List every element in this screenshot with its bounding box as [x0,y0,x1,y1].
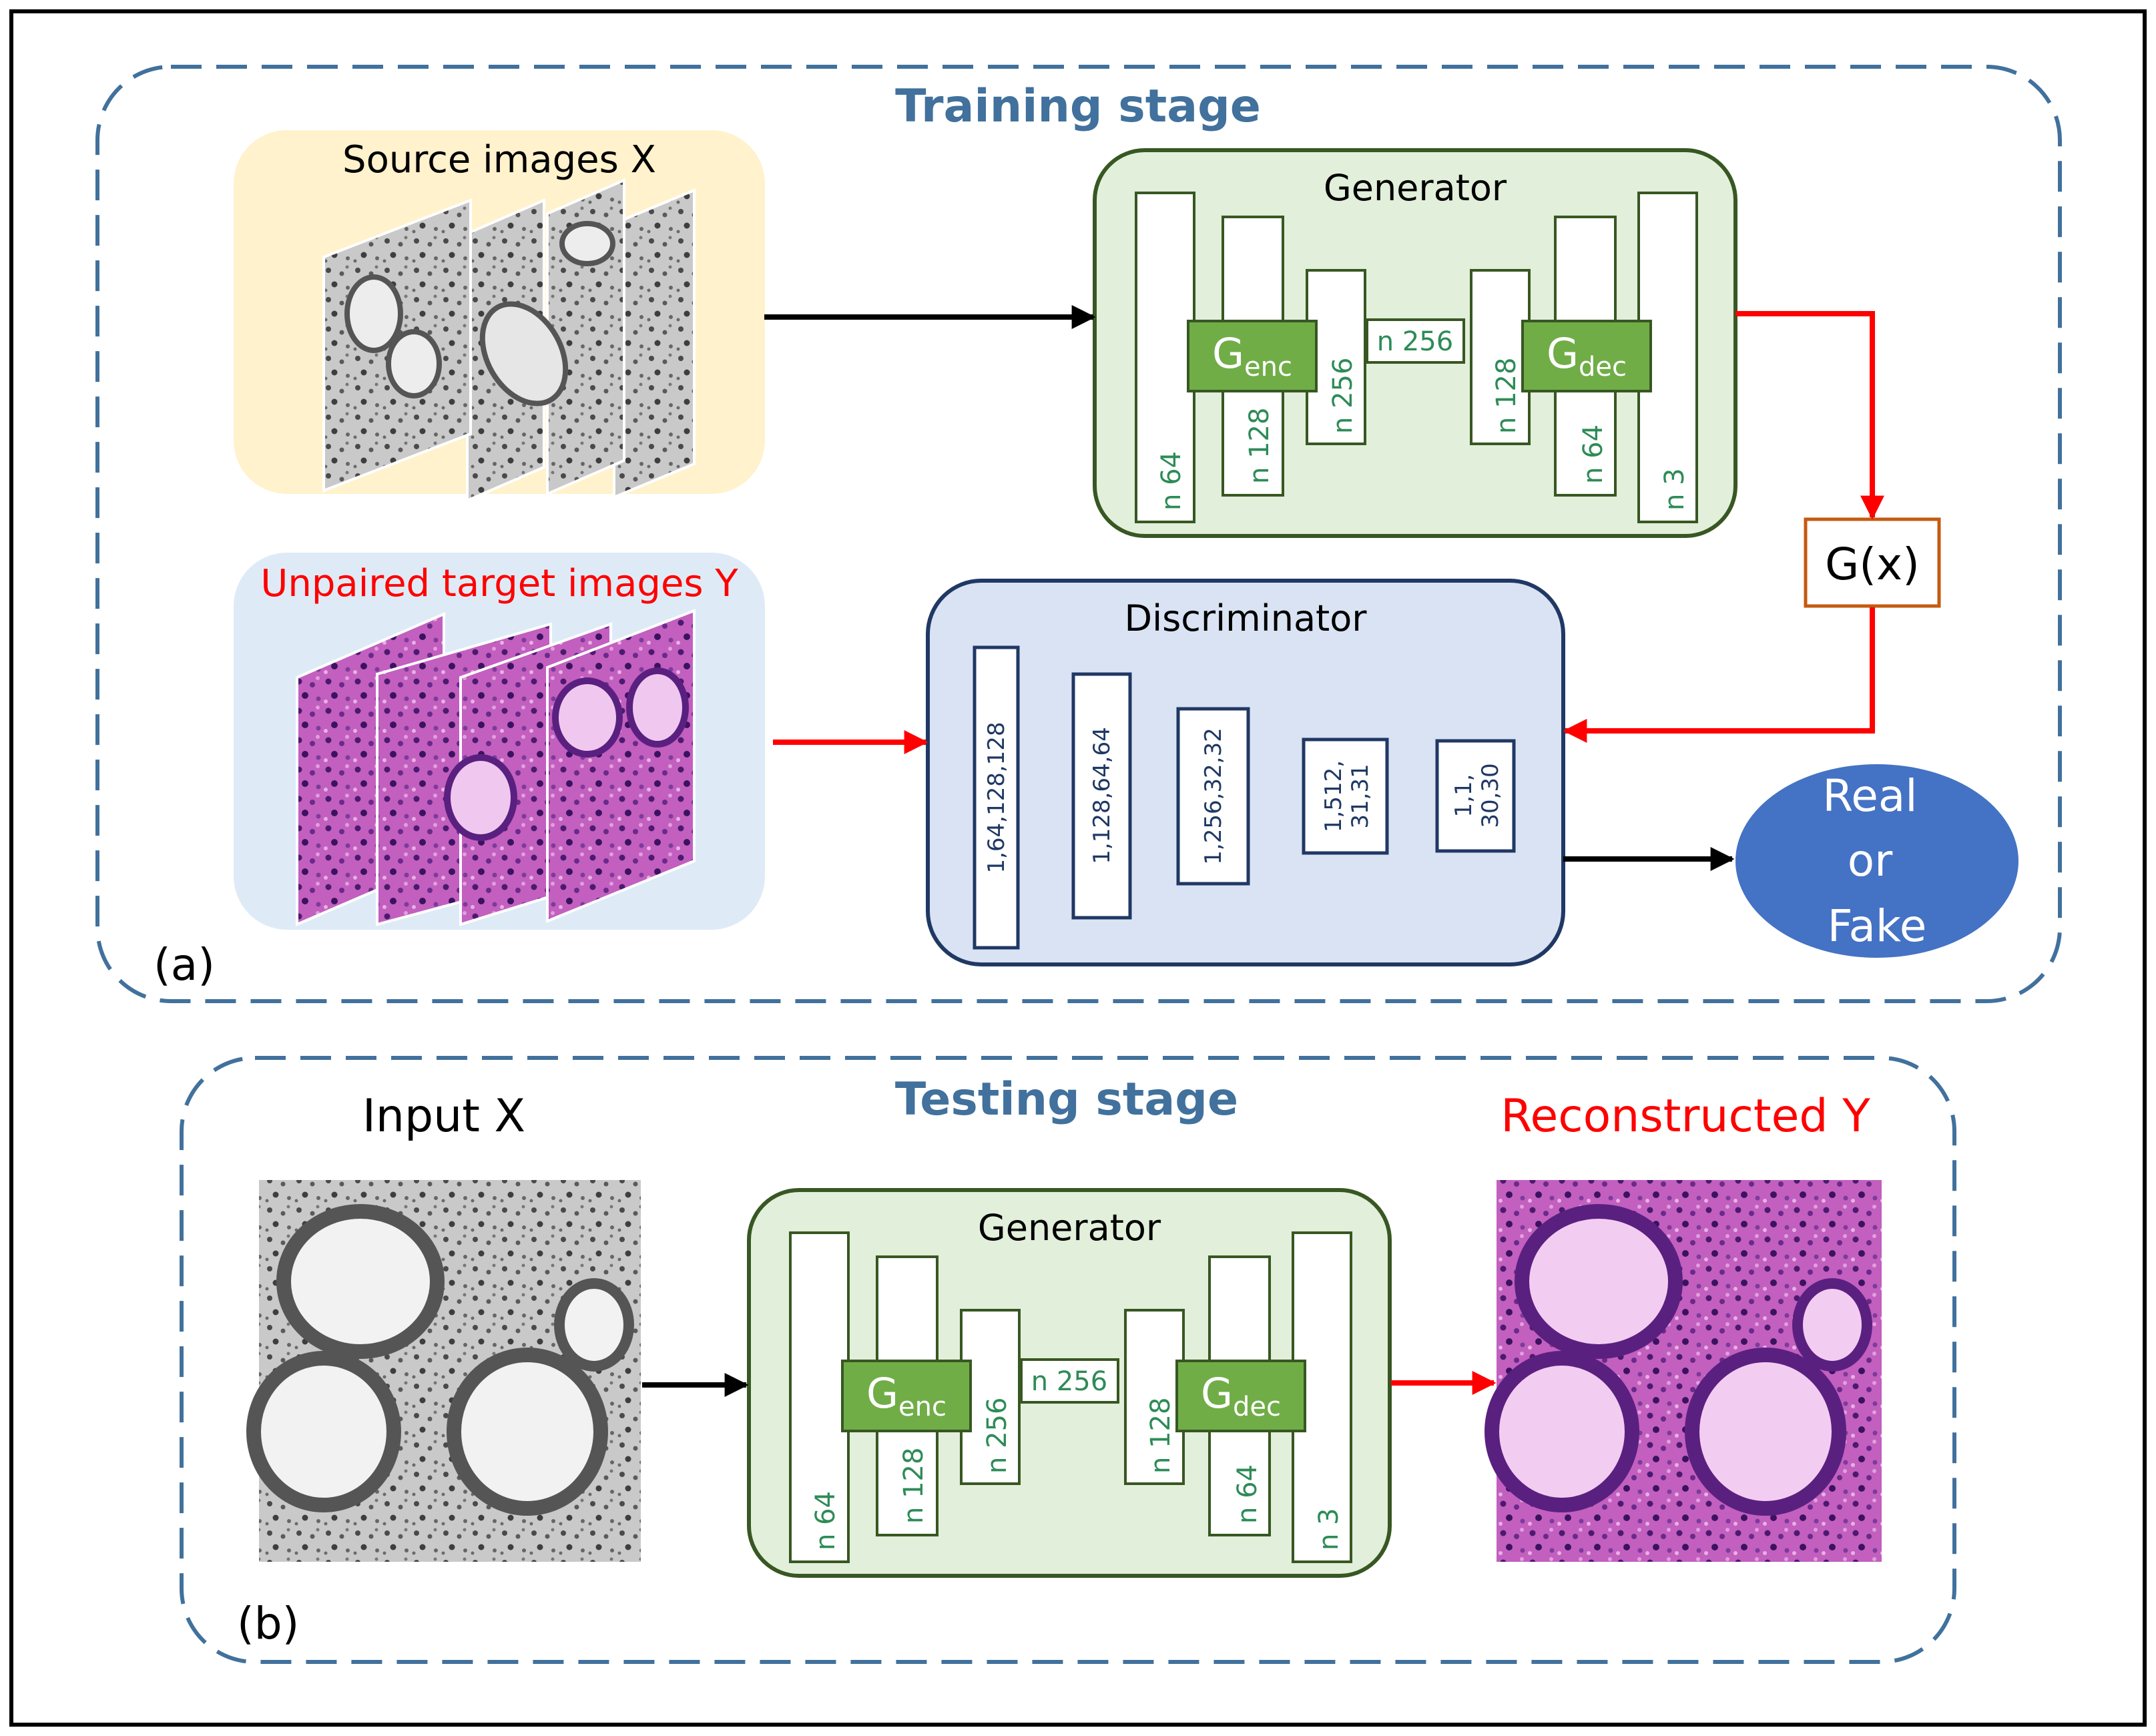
crypt-shape [1685,1348,1846,1516]
layer-label: n 3 [1659,468,1690,511]
generator-testing: Generator n 64 n 128 n 256 n 256 n 128 n… [747,1188,1392,1578]
g-enc-block [1187,320,1318,392]
source-image-slide [613,188,696,499]
disc-layer-3 [1176,707,1250,886]
disc-layer-label: 1,64,128,128 [983,721,1010,873]
outer-frame [9,9,2147,1727]
layer-label: n 64 [1232,1464,1263,1524]
disc-layer-label: 1,256,32,32 [1200,728,1227,864]
layer-label: n 64 [1156,451,1187,511]
g-dec-label: Gdec [1201,1369,1281,1422]
crypt-shape [1515,1204,1683,1359]
g-enc-label: Genc [866,1369,947,1422]
input-x-image [246,1180,641,1562]
discriminator: Discriminator 1,64,128,128 1,128,64,64 1… [926,579,1565,966]
layer-label: n 128 [898,1448,929,1524]
real-or-fake-ellipse [1735,764,2018,958]
g-enc-label: Genc [1212,329,1292,382]
training-stage-title: Training stage [895,80,1261,133]
reconstructed-y-label: Reconstructed Y [1501,1090,1870,1143]
layer-n64-enc [789,1231,850,1563]
disc-layer-label: 1,512,31,31 [1320,760,1374,832]
layer-label: n 128 [1491,358,1522,434]
layer-label: n 256 [1377,326,1453,357]
crypt-shape [1485,1351,1639,1512]
arrow-generator-to-gx [1735,311,1884,520]
disc-layer-4 [1302,738,1389,855]
crypt-shape [246,1351,401,1512]
disc-layer-2 [1071,672,1132,920]
crypt-shape [626,667,689,748]
training-panel-label: (a) [154,939,215,990]
arrow-gx-to-discriminator [1563,607,1875,743]
layer-label: n 256 [1031,1366,1107,1397]
input-x-label: Input X [362,1090,525,1143]
layer-n256-bottleneck [1020,1358,1119,1404]
g-dec-block [1175,1360,1306,1432]
gx-box [1804,517,1941,608]
target-image-stack [296,609,696,927]
generator-title: Generator [978,1207,1161,1249]
g-dec-label: Gdec [1547,329,1627,382]
disc-layer-label: 1,1,30,30 [1450,763,1504,828]
crypt-shape [552,677,623,758]
reconstructed-y-image [1485,1180,1882,1562]
crypt-shape [344,274,403,353]
layer-n256-bottleneck [1366,318,1465,364]
crypt-shape [386,329,442,398]
layer-n128-dec [1124,1309,1185,1485]
discriminator-title: Discriminator [1125,597,1368,639]
generator-training: Generator n 64 n 128 n 256 n 256 n 128 n… [1093,148,1737,538]
crypt-shape [1792,1278,1872,1372]
gx-label: G(x) [1825,539,1920,590]
layer-label: n 64 [1578,424,1609,484]
source-images-label: Source images X [342,138,656,182]
disc-layer-1 [973,645,1020,950]
testing-stage-title: Testing stage [895,1073,1238,1126]
g-enc-block [841,1360,972,1432]
generator-title: Generator [1324,167,1507,209]
crypt-shape [447,1348,608,1516]
disc-layer-label: 1,128,64,64 [1089,727,1115,864]
target-images-label: Unpaired target images Y [260,562,738,605]
layer-label: n 128 [1244,408,1275,484]
g-dec-block [1521,320,1652,392]
crypt-shape [479,301,569,406]
layer-label: n 128 [1145,1398,1176,1474]
crypt-shape [444,754,517,841]
disc-layer-5 [1435,739,1516,853]
layer-label: n 256 [982,1398,1013,1474]
layer-label: n 3 [1314,1508,1344,1550]
crypt-shape [276,1204,445,1359]
crypt-shape [554,1278,634,1372]
layer-label: n 256 [1328,358,1358,434]
source-image-stack [322,178,696,503]
crypt-shape [559,221,615,266]
training-stage-border [95,65,2062,1003]
real-or-fake-label: Real or Fake [1822,770,1931,952]
testing-stage-border [180,1056,1956,1664]
testing-panel-label: (b) [237,1598,299,1649]
layer-label: n 64 [810,1491,841,1550]
